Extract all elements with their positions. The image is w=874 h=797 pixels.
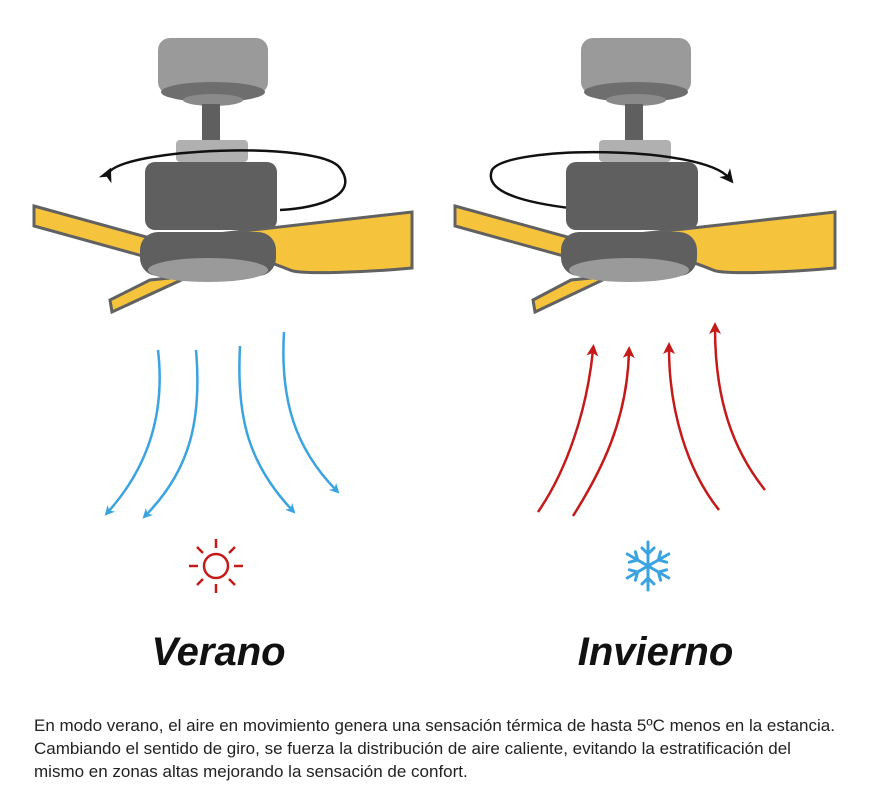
fan-canopy — [158, 38, 268, 94]
fan-motor — [145, 162, 277, 230]
fan-blade-left — [32, 204, 152, 260]
fan-light — [569, 258, 689, 282]
ceiling-fan — [32, 38, 414, 315]
ceiling-fan — [453, 38, 837, 315]
rotation-arrow — [489, 150, 734, 212]
fan-blade-front — [531, 274, 612, 315]
fan-blade-left — [453, 204, 573, 260]
fan-downrod — [202, 104, 220, 142]
summer-panel: Verano — [0, 0, 437, 700]
sun-icon — [189, 539, 243, 593]
winter-title: Invierno — [577, 630, 734, 674]
fan-canopy — [581, 38, 691, 94]
warm-airflow-arrows — [536, 322, 766, 517]
cool-airflow-arrows — [104, 331, 340, 519]
fan-light — [148, 258, 268, 282]
summer-diagram — [32, 38, 414, 593]
winter-diagram — [453, 38, 837, 592]
winter-panel: Invierno — [437, 0, 874, 700]
fan-downrod — [625, 104, 643, 142]
fan-motor — [566, 162, 698, 230]
description-text: En modo verano, el aire en movimiento ge… — [34, 716, 835, 781]
rotation-arrow — [98, 149, 347, 212]
fan-blade-front — [108, 274, 191, 315]
summer-title: Verano — [151, 630, 286, 674]
snowflake-icon — [625, 540, 671, 592]
